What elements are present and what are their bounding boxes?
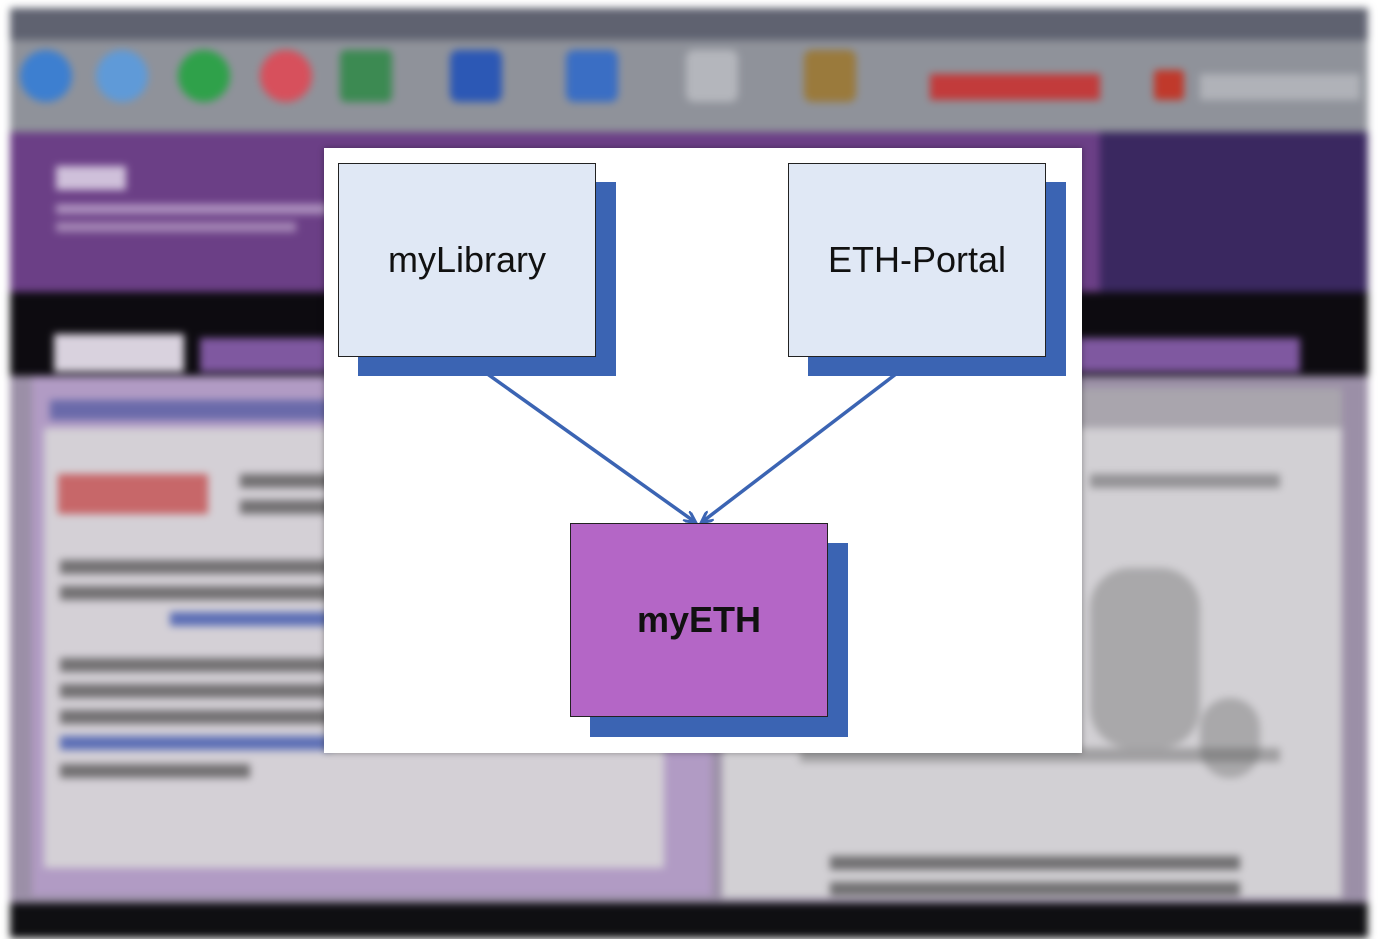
print-icon [686,50,738,102]
stop-icon [260,50,312,102]
site-logo-blur [56,166,126,190]
mylibrary-label: myLibrary [387,239,547,280]
browser-menubar [10,8,1368,40]
text-line-blur [60,560,330,574]
site-banner-photo [1100,132,1368,292]
back-icon [20,50,72,102]
cartoon-caption-blur [830,856,1240,870]
cartoon-figure-small-blur [1200,698,1260,778]
eth-portal-label: ETH-Portal [827,239,1007,280]
folder-icon [804,50,856,102]
myeth-node: myETH [570,523,828,717]
left-panel-header-blur [50,400,330,420]
text-line-blur [1090,474,1280,488]
link-line-blur [60,736,330,750]
text-line-blur [240,500,340,514]
text-line-blur [60,658,330,672]
myeth-logo-blur [58,474,208,514]
edge-mylibrary-to-myeth [470,361,695,522]
text-line-blur [240,474,340,488]
cartoon-figure-blur [1090,568,1200,748]
diagram-panel: myLibrary ETH-Portal myETH [324,148,1082,753]
reload-icon [178,50,230,102]
addon-icon [1154,70,1184,100]
cartoon-caption-blur [830,882,1240,896]
edge-eth-portal-to-myeth [702,372,898,522]
eth-portal-node: ETH-Portal [788,163,1046,357]
text-line-blur [60,764,250,778]
history-icon [566,50,618,102]
bookmark-icon [450,50,502,102]
active-tab-blur [54,334,184,372]
site-tagline-blur [56,204,336,214]
status-bar-blur [10,903,1368,938]
forward-icon [96,50,148,102]
text-line-blur [60,684,330,698]
address-field-blur [1200,74,1360,100]
text-line-blur [60,710,330,724]
myeth-label: myETH [636,599,762,640]
text-line-blur [60,586,330,600]
search-field-blur [930,74,1100,100]
diagram-edges [470,361,898,753]
site-tagline-blur-2 [56,222,296,232]
home-icon [340,50,392,102]
mylibrary-node: myLibrary [338,163,596,357]
link-line-blur [170,612,330,626]
